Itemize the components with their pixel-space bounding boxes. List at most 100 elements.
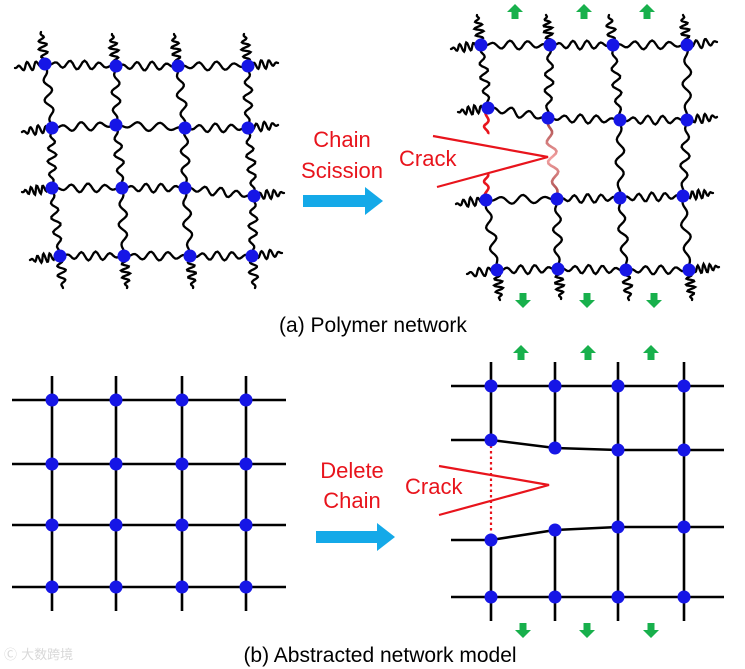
crack-wedge-a [432,134,549,189]
crosslink-node [175,580,189,594]
crosslink-node [474,38,488,52]
crosslink-node [239,580,253,594]
crosslink-node [109,59,123,73]
abstract-network-cracked [451,362,724,621]
chain [181,186,194,258]
chain [681,43,693,122]
crosslink-node [109,457,123,471]
crosslink-node [548,379,562,393]
chain [242,64,254,130]
chain [490,438,556,450]
chain [555,193,622,205]
crosslink-node [484,590,498,604]
crosslink-node [239,518,253,532]
chain [554,525,619,532]
chain [486,106,550,120]
crosslink-node [109,580,123,594]
crosslink-node [548,590,562,604]
down-arrow-icon [515,293,531,308]
chain [117,186,129,258]
load-arrows [507,4,662,638]
crosslink-node [45,121,59,135]
crosslink-node [611,520,625,534]
chain [614,118,626,200]
crosslink-node [484,533,498,547]
chain [183,122,250,134]
up-arrow-icon [513,345,529,360]
crosslink-node [543,38,557,52]
crosslink-node [178,181,192,195]
up-arrow-icon [580,345,596,360]
crack-label-b: Crack [405,474,463,499]
chain [176,60,250,72]
chain [247,194,259,258]
chain [110,64,122,127]
crosslink-node [45,518,59,532]
crosslink-node [619,263,633,277]
chain [179,126,191,190]
crosslink-node [484,379,498,393]
chain [188,250,254,262]
chain [50,121,118,133]
chain [546,113,622,125]
polymer-network-cracked [449,13,721,302]
up-arrow-icon [639,4,655,19]
crosslink-node [115,181,129,195]
chain [554,446,619,452]
down-arrow-icon [579,293,595,308]
chain [611,39,689,51]
chain [618,191,685,203]
chain [484,193,559,205]
chain [50,182,124,194]
chain [58,250,126,262]
crack-wedge-b [438,464,550,517]
crosslink-node [38,57,52,71]
crosslink-node [680,113,694,127]
crosslink-node [680,38,694,52]
chain [679,118,691,198]
crosslink-node [183,249,197,263]
right-arrow-icon [303,187,383,215]
crosslink-node [676,189,690,203]
crosslink-node [175,393,189,407]
crosslink-node [481,101,495,115]
delete-chain-label-line1: Delete [320,458,384,483]
chain [114,121,187,133]
crosslink-node [178,121,192,135]
crosslink-node [241,59,255,73]
chain [183,185,256,199]
crosslink-node [677,379,691,393]
chain [610,43,623,122]
chain [42,62,55,130]
crosslink-node [53,249,67,263]
chain [175,64,188,130]
chain [490,528,556,542]
crosslink-node [611,379,625,393]
chain [624,264,691,276]
crosslink-node [45,181,59,195]
down-arrow-icon [643,623,659,638]
crosslink-node [245,249,259,263]
crosslink-node [606,38,620,52]
crosslink-node [247,189,261,203]
chain [122,250,192,262]
crosslink-node [611,590,625,604]
crosslink-node [682,263,696,277]
crosslink-node [611,443,625,457]
crosslink-node [613,191,627,205]
chain-scission-label-line1: Chain [313,127,370,152]
chain [244,126,257,198]
chain [113,123,125,190]
crosslink-node [551,262,565,276]
crosslink-node [45,580,59,594]
chain [46,126,58,190]
crosslink-node [109,393,123,407]
right-arrow-icon [316,523,395,551]
stretched-chain [545,117,560,200]
up-arrow-icon [507,4,523,19]
chain [556,263,628,276]
crosslink-node [45,393,59,407]
down-arrow-icon [579,623,595,638]
crosslink-node [677,443,691,457]
crosslink-node [175,518,189,532]
